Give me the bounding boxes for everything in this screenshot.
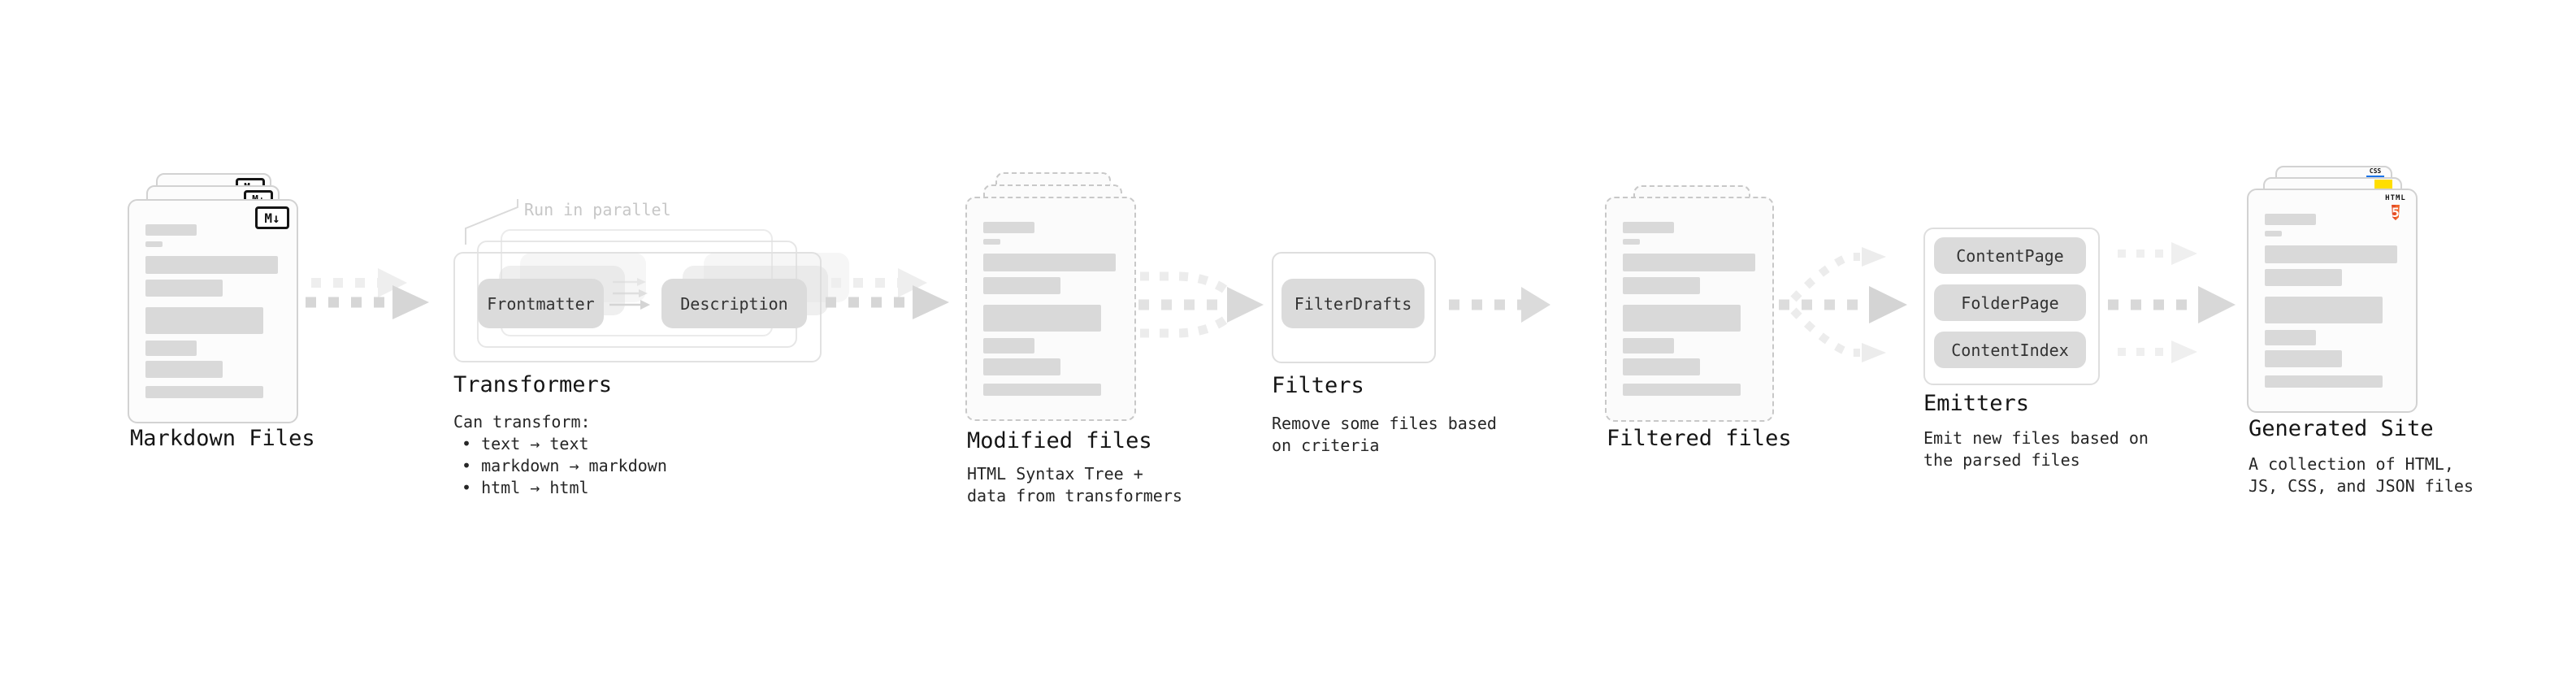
text-placeholder-bar — [983, 305, 1101, 332]
contentpage-pill: ContentPage — [1934, 237, 2086, 274]
markdown-icon: M↓ — [255, 206, 289, 229]
text-placeholder-bar — [1623, 384, 1741, 396]
frontmatter-pill: Frontmatter — [478, 279, 604, 328]
text-placeholder-bar — [1623, 338, 1674, 354]
dashed-arrow-icon — [1449, 287, 1550, 323]
transformer-box-front — [453, 252, 822, 362]
filters-description: Remove some files based on criteria — [1272, 413, 1497, 457]
text-placeholder-bar — [2265, 297, 2383, 323]
emitters-box — [1923, 228, 2100, 385]
text-placeholder-bar — [2265, 245, 2397, 263]
transform-bullet: • markdown → markdown — [462, 456, 667, 475]
modified-files-description: HTML Syntax Tree + data from transformer… — [967, 463, 1182, 507]
js-file-icon — [2374, 180, 2392, 190]
text-placeholder-bar — [145, 280, 223, 297]
contentindex-pill: ContentIndex — [1934, 332, 2086, 368]
markdown-file-card-front: M↓ — [128, 199, 298, 423]
filters-desc-line: on criteria — [1272, 436, 1380, 455]
filters-box — [1272, 252, 1436, 363]
html5-icon: HTML 5 — [2385, 194, 2406, 220]
text-placeholder-bar — [1623, 222, 1674, 233]
emitters-desc-line: the parsed files — [1923, 450, 2080, 470]
dashed-double-arrow-icon — [306, 268, 429, 319]
folderpage-pill: FolderPage — [1934, 284, 2086, 321]
modified-files-label: Modified files — [967, 428, 1152, 453]
text-placeholder-bar — [983, 254, 1116, 271]
filterdrafts-pill: FilterDrafts — [1281, 279, 1425, 328]
filtered-file-card-front — [1605, 197, 1774, 422]
text-placeholder-bar — [145, 256, 278, 274]
emitters-description: Emit new files based on the parsed files — [1923, 427, 2149, 471]
text-placeholder-bar — [145, 224, 197, 236]
transformers-title: Transformers — [453, 372, 613, 397]
split-arrow-icon — [1779, 247, 1907, 362]
text-placeholder-bar — [145, 340, 197, 356]
text-placeholder-bar — [1623, 239, 1640, 245]
text-placeholder-bar — [983, 277, 1060, 294]
text-placeholder-bar — [1623, 305, 1741, 332]
merge-arrow-icon — [1138, 271, 1264, 338]
text-placeholder-bar — [983, 338, 1034, 354]
generated-site-label: Generated Site — [2249, 416, 2434, 441]
text-placeholder-bar — [1623, 254, 1755, 271]
transformers-desc-heading: Can transform: — [453, 412, 591, 432]
dashed-double-arrow-icon — [826, 268, 949, 319]
modified-file-card-front — [965, 197, 1136, 421]
description-pill: Description — [661, 279, 807, 328]
transform-bullet: • html → html — [462, 478, 589, 497]
text-placeholder-bar — [2265, 214, 2316, 225]
text-placeholder-bar — [983, 222, 1034, 233]
text-placeholder-bar — [983, 358, 1060, 375]
modified-desc-line: data from transformers — [967, 486, 1182, 505]
text-placeholder-bar — [145, 386, 263, 398]
generated-desc-line: A collection of HTML, — [2249, 454, 2454, 474]
emitters-desc-line: Emit new files based on — [1923, 428, 2149, 448]
filters-desc-line: Remove some files based — [1272, 414, 1497, 433]
text-placeholder-bar — [983, 384, 1101, 396]
html-file-card-front: HTML 5 — [2247, 189, 2418, 413]
run-in-parallel-annotation: Run in parallel — [524, 200, 671, 219]
markdown-files-label: Markdown Files — [130, 426, 315, 451]
text-placeholder-bar — [1623, 358, 1700, 375]
text-placeholder-bar — [2265, 375, 2383, 388]
modified-desc-line: HTML Syntax Tree + — [967, 464, 1143, 484]
text-placeholder-bar — [145, 307, 263, 334]
text-placeholder-bar — [2265, 269, 2342, 286]
generated-desc-line: JS, CSS, and JSON files — [2249, 476, 2474, 496]
generated-site-description: A collection of HTML, JS, CSS, and JSON … — [2249, 453, 2474, 497]
transform-bullet: • text → text — [462, 434, 589, 453]
text-placeholder-bar — [145, 241, 163, 247]
text-placeholder-bar — [983, 239, 1000, 245]
parallel-arrows-icon — [2108, 242, 2236, 363]
filters-title: Filters — [1272, 373, 1364, 398]
transform-flow-arrows-icon — [609, 278, 650, 310]
text-placeholder-bar — [2265, 330, 2316, 345]
transformers-description: Can transform: • text → text • markdown … — [453, 411, 667, 499]
text-placeholder-bar — [145, 361, 223, 378]
annotation-leader-line — [465, 199, 518, 245]
filtered-files-label: Filtered files — [1607, 426, 1792, 451]
emitters-title: Emitters — [1923, 391, 2030, 416]
text-placeholder-bar — [2265, 350, 2342, 367]
text-placeholder-bar — [1623, 277, 1700, 294]
text-placeholder-bar — [2265, 231, 2282, 236]
